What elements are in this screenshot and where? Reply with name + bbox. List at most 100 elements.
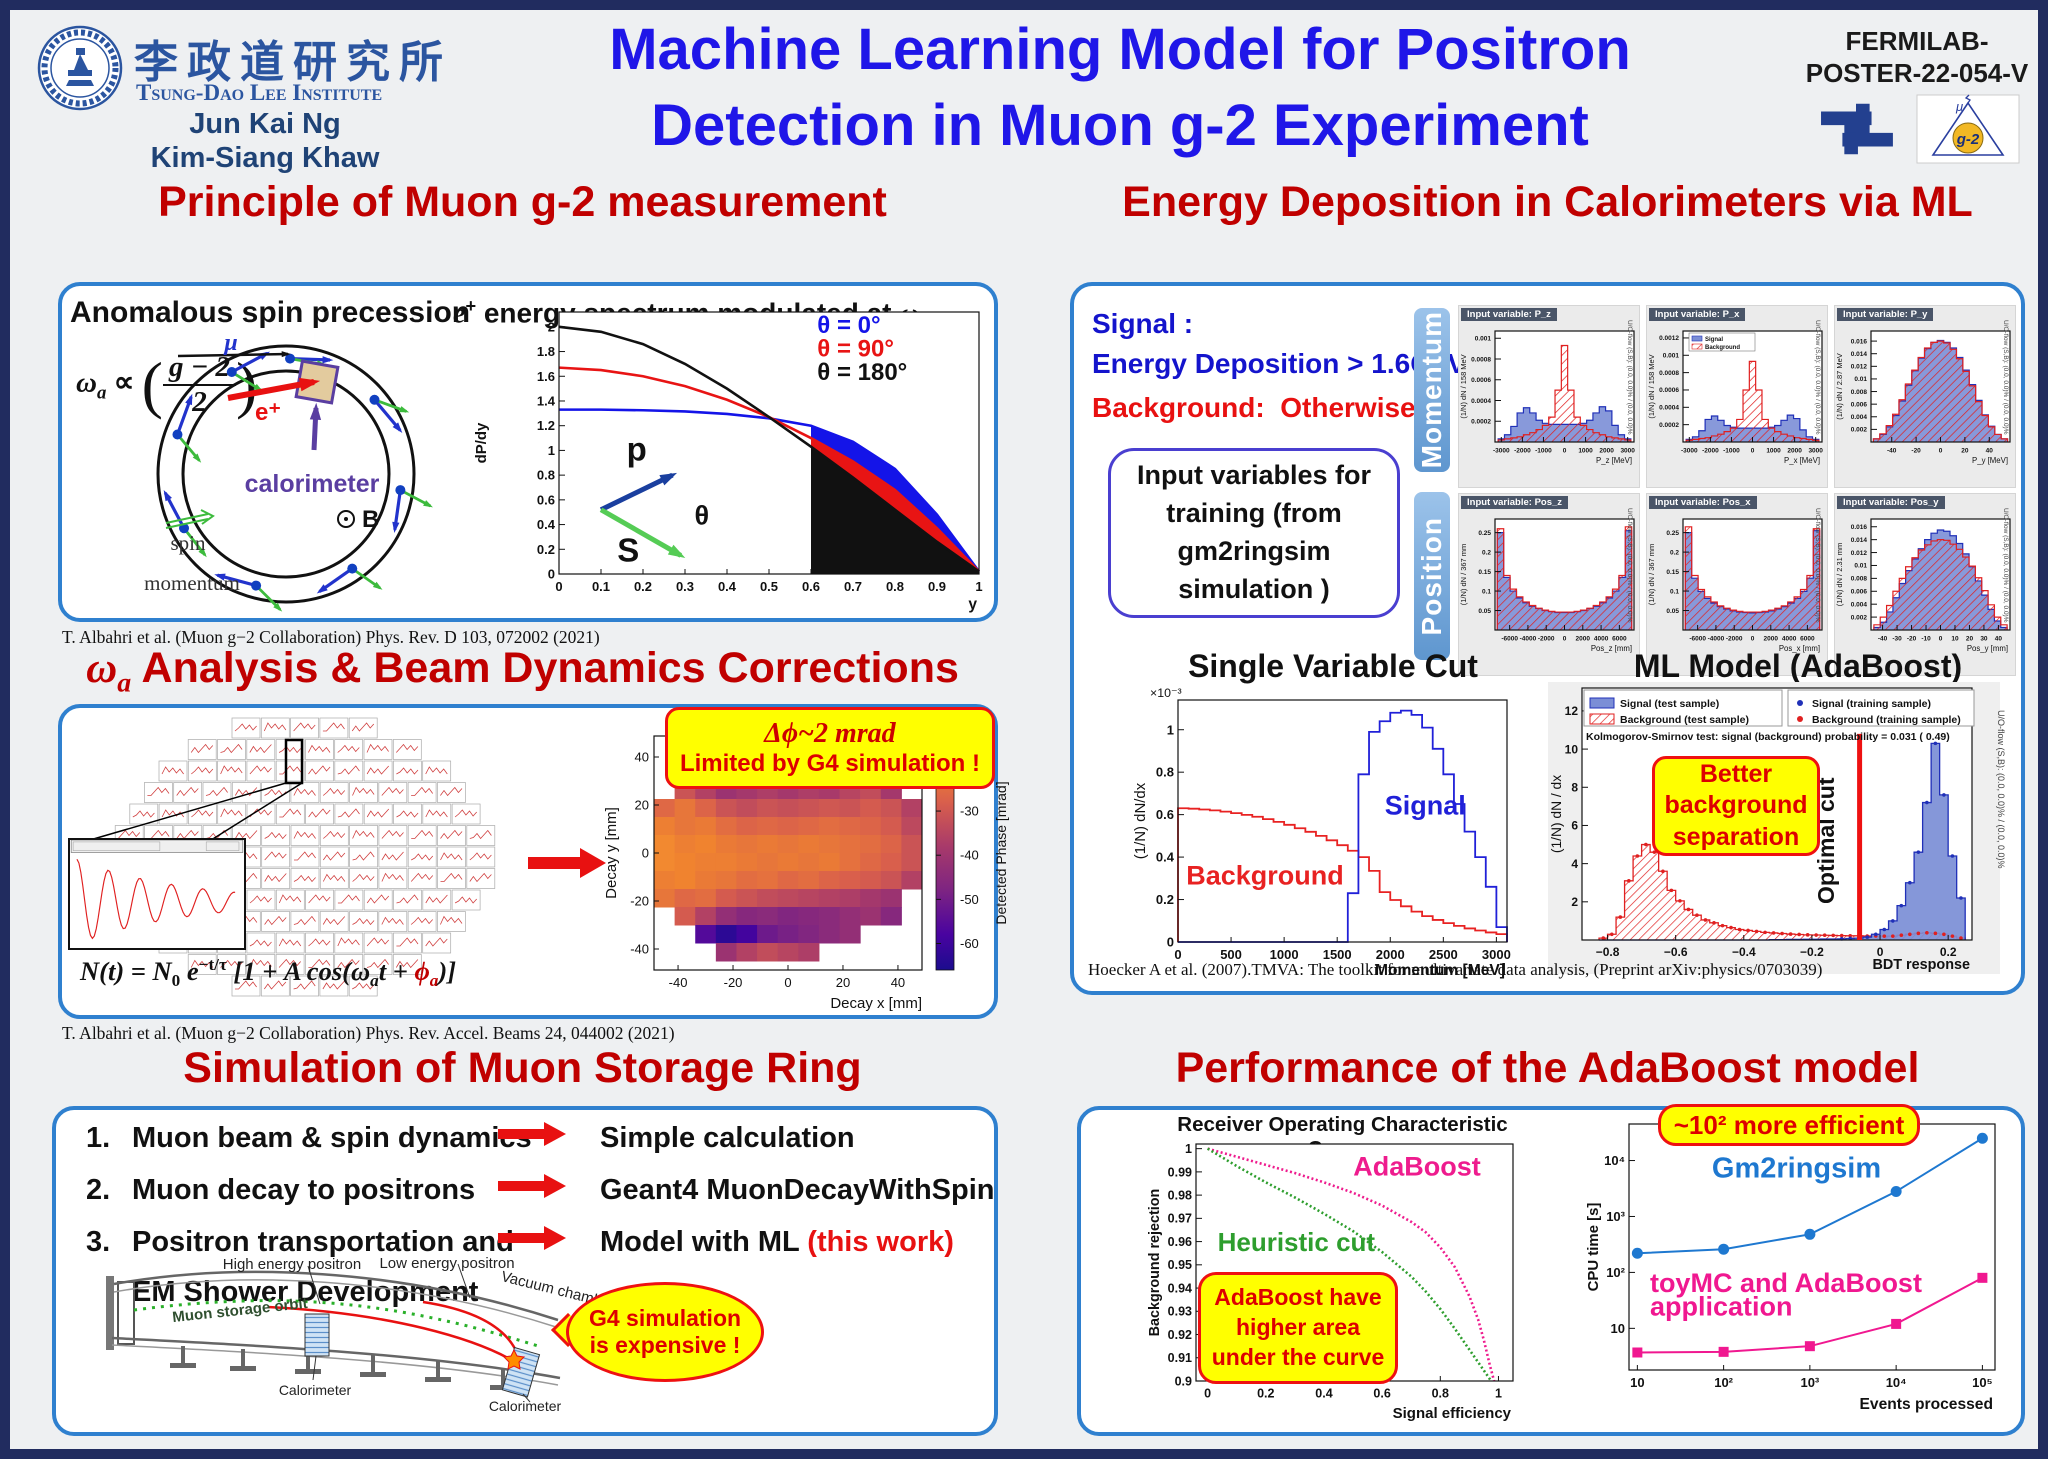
svg-text:AdaBoost: AdaBoost — [1353, 1151, 1481, 1181]
svg-text:20: 20 — [836, 975, 850, 990]
svg-text:0.0012: 0.0012 — [1659, 335, 1679, 342]
svg-text:0.94: 0.94 — [1168, 1281, 1192, 1295]
svg-text:-6000: -6000 — [1501, 636, 1518, 643]
muon-g2-logo-icon: μ g-2 — [1916, 94, 2020, 164]
svg-text:-40: -40 — [630, 942, 649, 957]
svg-text:500: 500 — [1220, 947, 1242, 962]
svg-text:0.25: 0.25 — [1666, 530, 1679, 537]
svg-text:0.93: 0.93 — [1168, 1305, 1192, 1319]
svg-text:2000: 2000 — [1576, 636, 1591, 643]
svg-text:0.96: 0.96 — [1168, 1235, 1192, 1249]
svg-text:1: 1 — [548, 443, 555, 458]
svg-text:10: 10 — [1951, 636, 1959, 643]
svg-text:0.001: 0.001 — [1663, 353, 1680, 360]
svg-text:×10⁻³: ×10⁻³ — [1150, 686, 1182, 700]
svg-text:θ = 0°: θ = 0° — [817, 312, 880, 339]
svg-text:0.92: 0.92 — [1168, 1328, 1192, 1342]
svg-text:θ = 180°: θ = 180° — [817, 359, 907, 386]
svg-text:10²: 10² — [1606, 1265, 1625, 1280]
phase-callout: Δϕ~2 mrad Limited by G4 simulation ! — [665, 707, 995, 789]
b-field-label: B — [362, 506, 379, 533]
label-low-energy-positron: Low energy positron — [379, 1255, 515, 1272]
svg-text:20: 20 — [635, 798, 649, 813]
svg-text:p: p — [627, 430, 647, 467]
svg-text:0.006: 0.006 — [1851, 401, 1868, 408]
svg-text:0: 0 — [1877, 945, 1884, 959]
svg-text:0.8: 0.8 — [886, 579, 904, 594]
svg-text:0.25: 0.25 — [1478, 530, 1491, 537]
svg-text:1: 1 — [975, 579, 982, 594]
svg-text:0.008: 0.008 — [1851, 389, 1868, 396]
svg-text:y: y — [968, 596, 977, 613]
svg-text:-60: -60 — [960, 936, 979, 951]
svg-text:0.2: 0.2 — [1670, 549, 1679, 556]
svg-text:0.014: 0.014 — [1851, 351, 1868, 358]
svg-text:0.98: 0.98 — [1168, 1188, 1192, 1202]
svg-text:(1/N) dN / 367 mm: (1/N) dN / 367 mm — [1459, 544, 1468, 605]
svg-text:(1/N) dN / dx: (1/N) dN / dx — [1549, 775, 1564, 853]
svg-text:P_x [MeV]: P_x [MeV] — [1784, 456, 1820, 465]
svg-text:-20: -20 — [1907, 636, 1917, 643]
svg-text:40: 40 — [891, 975, 905, 990]
roc-callout: AdaBoost have higher area under the curv… — [1198, 1272, 1398, 1384]
svg-text:S: S — [617, 532, 639, 569]
svg-text:Background (training sample): Background (training sample) — [1812, 714, 1961, 726]
svg-text:1500: 1500 — [1323, 947, 1352, 962]
svg-text:0.8: 0.8 — [537, 468, 555, 483]
citation-tmva: Hoecker A et al. (2007).TMVA: The toolki… — [1088, 960, 1823, 979]
sim-item2-arrow-icon — [498, 1174, 566, 1198]
svg-text:-40: -40 — [1887, 448, 1897, 455]
svg-text:Pos_x [mm]: Pos_x [mm] — [1779, 644, 1820, 653]
svg-text:0.2: 0.2 — [1940, 945, 1957, 959]
wiggle-formula: N(t) = N0 e−t/τ [1 + A cos(ωat + ϕa)] — [80, 955, 457, 991]
svg-text:P_y [MeV]: P_y [MeV] — [1972, 456, 2008, 465]
svg-text:1: 1 — [1185, 1142, 1192, 1156]
svg-text:3000: 3000 — [1482, 947, 1511, 962]
spin-legend-label: spin — [170, 531, 206, 555]
svg-text:BDT response: BDT response — [1872, 957, 1970, 973]
sim-item1-result: Simple calculation — [600, 1122, 855, 1154]
svg-text:0.6: 0.6 — [1373, 1387, 1390, 1401]
g4-expensive-bubble: G4 simulation is expensive ! — [566, 1282, 764, 1382]
svg-text:0.3: 0.3 — [676, 579, 694, 594]
fermilab-logo-icon — [1821, 103, 1893, 155]
svg-text:0: 0 — [1939, 448, 1943, 455]
citation-prab: T. Albahri et al. (Muon g−2 Collaboratio… — [62, 1023, 675, 1043]
svg-text:0.91: 0.91 — [1168, 1351, 1192, 1365]
svg-text:10³: 10³ — [1606, 1209, 1625, 1224]
svg-text:0: 0 — [1174, 947, 1181, 962]
svg-text:θ = 90°: θ = 90° — [817, 335, 894, 362]
svg-text:Events processed: Events processed — [1860, 1396, 1993, 1413]
svg-text:P_z [MeV]: P_z [MeV] — [1596, 456, 1632, 465]
svg-text:0.8: 0.8 — [1432, 1387, 1449, 1401]
svg-text:0.15: 0.15 — [1478, 569, 1491, 576]
institute-name-english: Tsung-Dao Lee Institute — [136, 80, 383, 105]
poster-title-line1: Machine Learning Model for Positron — [609, 17, 1631, 82]
svg-text:0.6: 0.6 — [537, 492, 555, 507]
svg-text:0.1: 0.1 — [1482, 588, 1491, 595]
svg-text:0.6: 0.6 — [802, 579, 820, 594]
svg-text:0: 0 — [1167, 935, 1174, 950]
svg-text:0.15: 0.15 — [1666, 569, 1679, 576]
svg-text:Signal efficiency: Signal efficiency — [1393, 1405, 1512, 1422]
svg-text:10: 10 — [1611, 1321, 1625, 1336]
beamline-diagram — [106, 1263, 561, 1403]
svg-text:0: 0 — [1563, 636, 1567, 643]
svg-text:−0.2: −0.2 — [1800, 945, 1824, 959]
svg-text:0.2: 0.2 — [537, 542, 555, 557]
section-heading-performance: Performance of the AdaBoost model — [1175, 1044, 1920, 1092]
svg-text:40: 40 — [1986, 448, 1994, 455]
sim-item2-result: Geant4 MuonDecayWithSpin — [600, 1174, 995, 1206]
svg-text:Decay y [mm]: Decay y [mm] — [603, 807, 620, 899]
svg-text:Momentum [MeV]: Momentum [MeV] — [1375, 962, 1505, 979]
sim-item1-arrow-icon — [498, 1122, 566, 1146]
svg-text:4: 4 — [1571, 857, 1578, 871]
svg-text:0.4: 0.4 — [537, 517, 556, 532]
